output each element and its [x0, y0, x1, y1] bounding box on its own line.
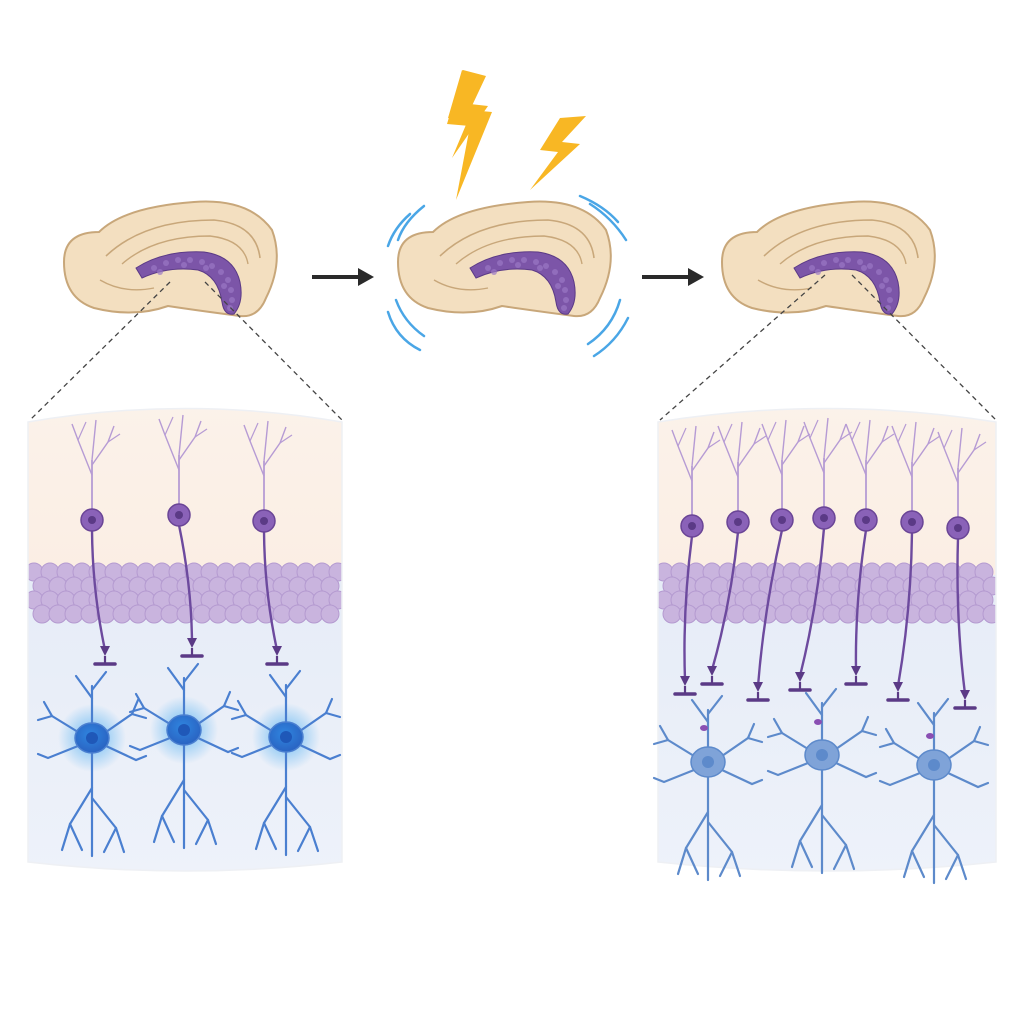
- progression-arrow-2: [642, 268, 704, 286]
- magnified-panel-after: [654, 395, 1001, 885]
- synaptic-bouton: [700, 725, 708, 731]
- synaptic-bouton: [814, 719, 822, 725]
- lightning-bolt-icon: [447, 70, 492, 200]
- hippocampus-seizure: [398, 202, 611, 317]
- synaptic-bouton: [926, 733, 934, 739]
- progression-arrow-1: [312, 268, 374, 286]
- lightning-bolt-small-icon: [530, 116, 586, 190]
- hippocampus-before: [64, 202, 277, 317]
- granule-cell-layer: [655, 563, 1001, 623]
- hippocampus-after: [722, 202, 935, 317]
- magnified-panel-before: [25, 395, 347, 885]
